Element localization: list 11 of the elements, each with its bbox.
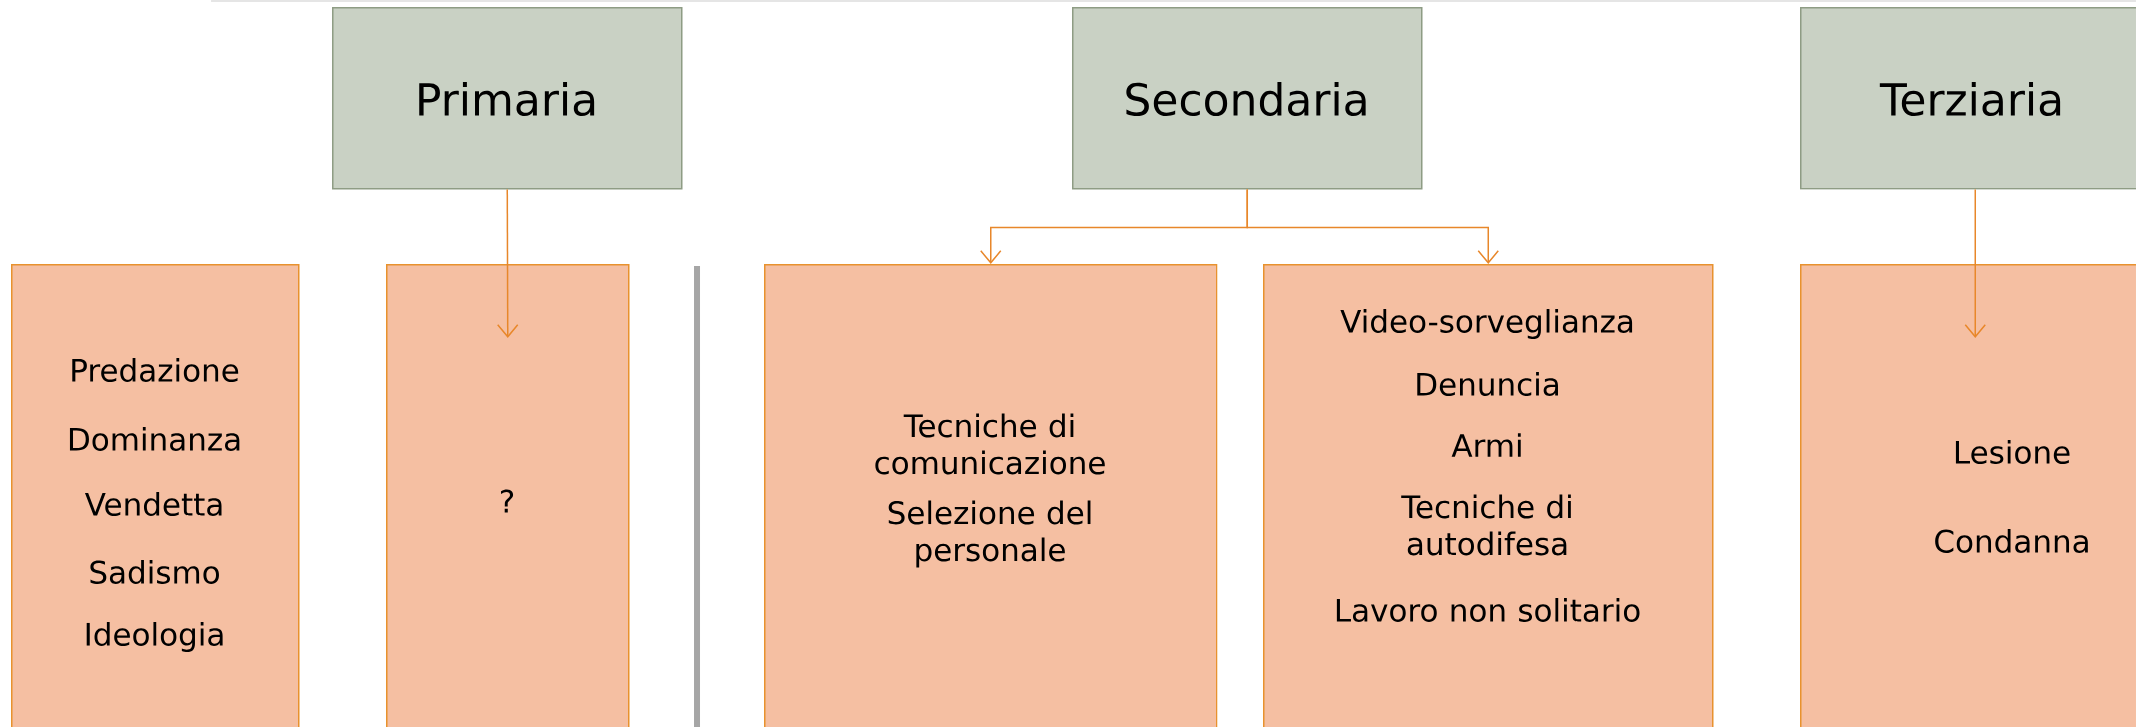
- category-box: Terziaria: [1800, 7, 2136, 190]
- arrow: [1964, 188, 1986, 338]
- item-box: ?: [386, 264, 630, 727]
- item-box: Lesione Condanna: [1800, 264, 2136, 727]
- item-box: Tecniche di comunicazione Selezione del personale: [764, 264, 1218, 727]
- item-box: Video-sorveglianza Denuncia Armi Tecniche di autodifesa Lavoro non solitario: [1263, 264, 1714, 727]
- arrow: [1246, 188, 1499, 264]
- category-box: Secondaria: [1072, 7, 1423, 190]
- category-box: Primaria: [332, 7, 683, 190]
- item-box: Predazione Dominanza Vendetta Sadismo Ideologia: [11, 264, 300, 727]
- arrow: [496, 188, 519, 338]
